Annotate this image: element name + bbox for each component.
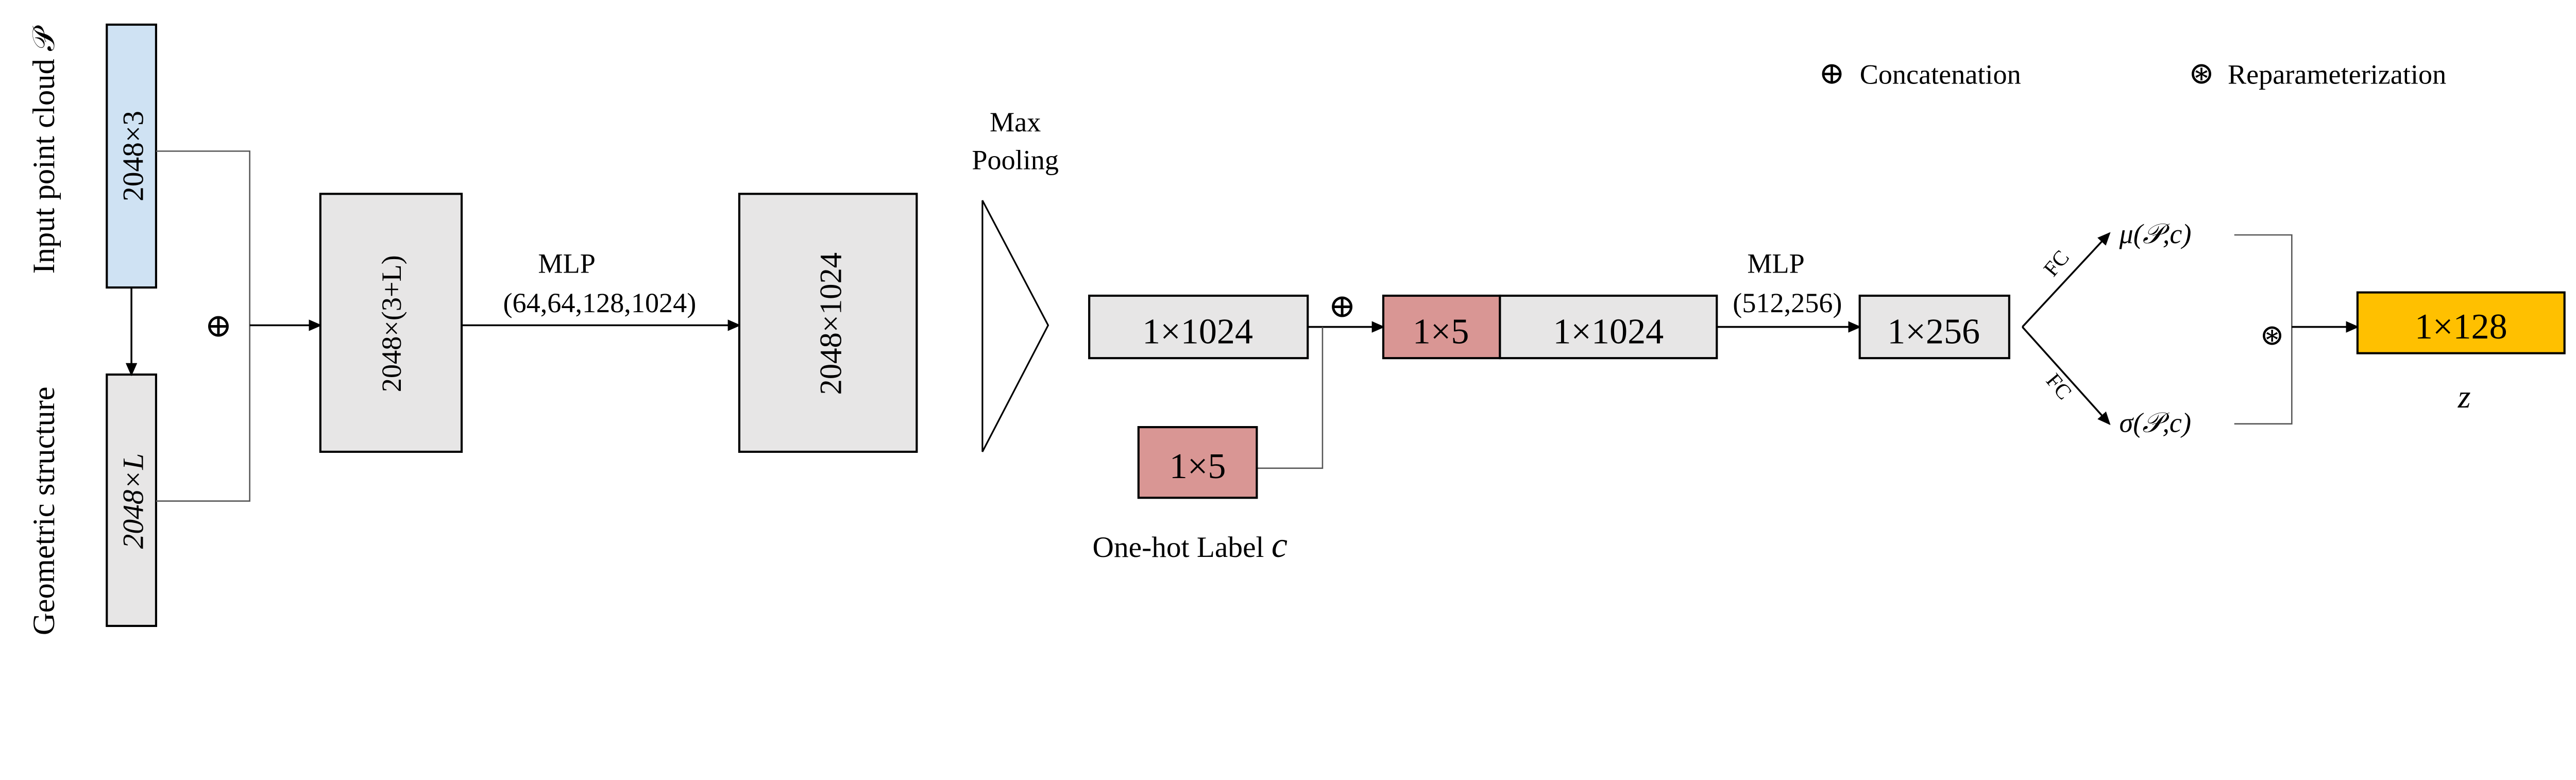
concat-symbol-1: ⊕	[205, 308, 232, 344]
fc-sigma-arrow	[2022, 326, 2111, 426]
mlp1-dims: (64,64,128,1024)	[503, 287, 697, 318]
concat-feature-dim: 1×1024	[1553, 311, 1664, 351]
geometric-dim-label: 2048×L	[117, 453, 149, 549]
reparam-connector	[2234, 234, 2293, 425]
geometric-structure-label: Geometric structure	[27, 386, 61, 635]
maxpool-label-line2: Pooling	[972, 144, 1059, 175]
maxpool-label-line1: Max	[990, 107, 1041, 138]
sigma-label: σ(𝒫,c)	[2120, 408, 2191, 438]
mlp2-output-box	[1858, 294, 2010, 360]
mlp-features-label: 2048×1024	[814, 252, 849, 395]
reparam-symbol: ⊛	[2260, 319, 2284, 352]
onehot-dim-label: 1×5	[1170, 446, 1226, 486]
legend-reparam-symbol: ⊛	[2189, 57, 2215, 91]
mu-label: μ(𝒫,c)	[2119, 218, 2192, 249]
maxpool-triangle	[981, 200, 1049, 452]
concat-features-box	[319, 193, 463, 453]
mlp1-title: MLP	[538, 248, 595, 279]
concat-symbol-2: ⊕	[1329, 287, 1356, 324]
input-point-cloud-box	[106, 23, 158, 289]
concat-label-box	[1382, 294, 1501, 360]
legend-concat-symbol: ⊕	[1819, 57, 1845, 91]
global-feature-label: 1×1024	[1142, 311, 1253, 351]
concat-label-dim: 1×5	[1413, 311, 1469, 351]
fc-bottom-label: FC	[2042, 369, 2077, 404]
mlp2-title: MLP	[1747, 248, 1804, 279]
mlp2-dims: (512,256)	[1733, 287, 1842, 318]
fc-mu-arrow	[2022, 232, 2111, 328]
input-connector	[156, 150, 250, 502]
onehot-connector	[1257, 327, 1324, 469]
onehot-box	[1137, 426, 1258, 499]
mlp2-output-label: 1×256	[1887, 311, 1980, 351]
fc-top-label: FC	[2039, 246, 2074, 281]
legend-concat-label: Concatenation	[1860, 59, 2021, 90]
geometric-structure-box	[106, 373, 158, 627]
global-feature-box	[1088, 294, 1309, 360]
legend-reparam-label: Reparameterization	[2228, 59, 2446, 90]
input-point-cloud-label: Input point cloud 𝒫	[27, 25, 61, 274]
latent-dim-label: 1×128	[2415, 307, 2507, 347]
concat-features-label: 2048×(3+L)	[376, 255, 407, 392]
input-dim-label: 2048×3	[117, 111, 149, 201]
onehot-label: One-hot Label c	[1093, 525, 1287, 565]
latent-box	[2356, 291, 2566, 354]
latent-z-label: z	[2458, 378, 2471, 415]
mlp-features-box	[738, 193, 918, 453]
network-diagram: Input point cloud 𝒫 Geometric structure …	[27, 23, 2566, 635]
